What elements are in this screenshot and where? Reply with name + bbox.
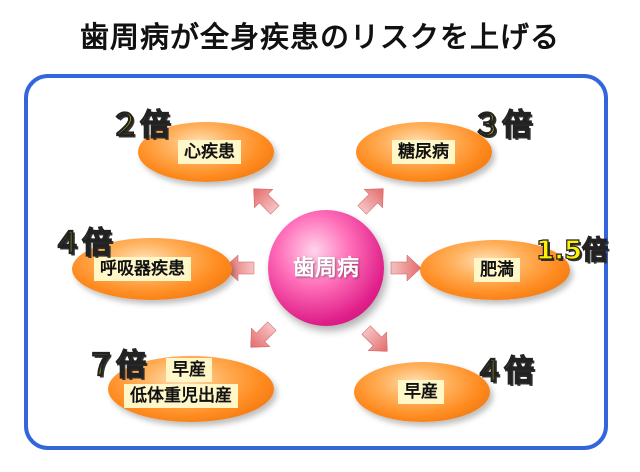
node-respiratory-disease-label: 呼吸器疾患 — [94, 257, 191, 282]
diagram-title: 歯周病が全身疾患のリスクを上げる — [79, 20, 560, 54]
multiplier-heart-disease: ２倍 — [109, 107, 170, 143]
node-obesity-label: 肥満 — [474, 258, 520, 283]
multiplier-preterm: ４倍 — [473, 353, 534, 389]
multiplier-preterm-low-birth-weight: ７倍 — [85, 347, 146, 383]
multiplier-respiratory-disease: ４倍 — [51, 225, 112, 261]
center-node-label: 歯周病 — [292, 256, 359, 281]
node-preterm-label: 早産 — [398, 380, 444, 405]
node-diabetes-label: 糖尿病 — [392, 140, 455, 165]
node-heart-disease-label: 心疾患 — [178, 140, 241, 165]
multiplier-diabetes: ３倍 — [471, 107, 532, 143]
node-preterm-label-line2: 低体重児出産 — [124, 384, 238, 409]
node-preterm-label-line1: 早産 — [166, 358, 212, 383]
multiplier-obesity: 1.5倍 — [535, 235, 609, 266]
center-node — [268, 210, 384, 326]
